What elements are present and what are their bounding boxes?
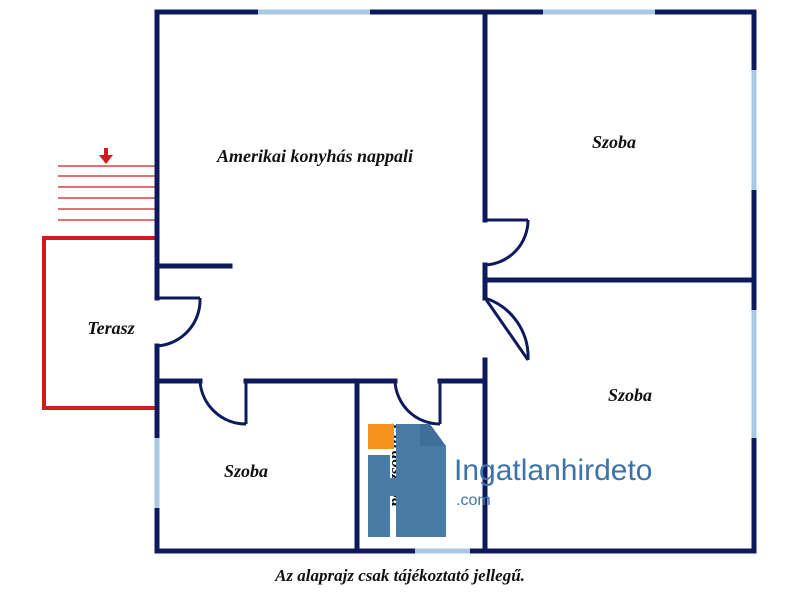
watermark-domain: .com [456, 492, 491, 509]
windows [154, 9, 757, 554]
room-label-top-right: Szoba [592, 132, 636, 152]
room-label-terrace: Terasz [87, 318, 134, 338]
disclaimer-note: Az alaprajz csak tájékoztató jellegű. [275, 566, 525, 585]
walls [154, 9, 757, 554]
room-label-living: Amerikai konyhás nappali [216, 146, 413, 166]
watermark-brand: Ingatlanhirdeto [454, 454, 653, 487]
room-label-mid-right: Szoba [608, 385, 652, 405]
doors [156, 218, 530, 426]
arrow-down-icon [99, 148, 113, 164]
room-label-bottom-left: Szoba [224, 461, 268, 481]
terrace-outline [42, 236, 156, 410]
entrance-stairs [58, 165, 156, 221]
house-h-logo-icon [368, 424, 446, 537]
